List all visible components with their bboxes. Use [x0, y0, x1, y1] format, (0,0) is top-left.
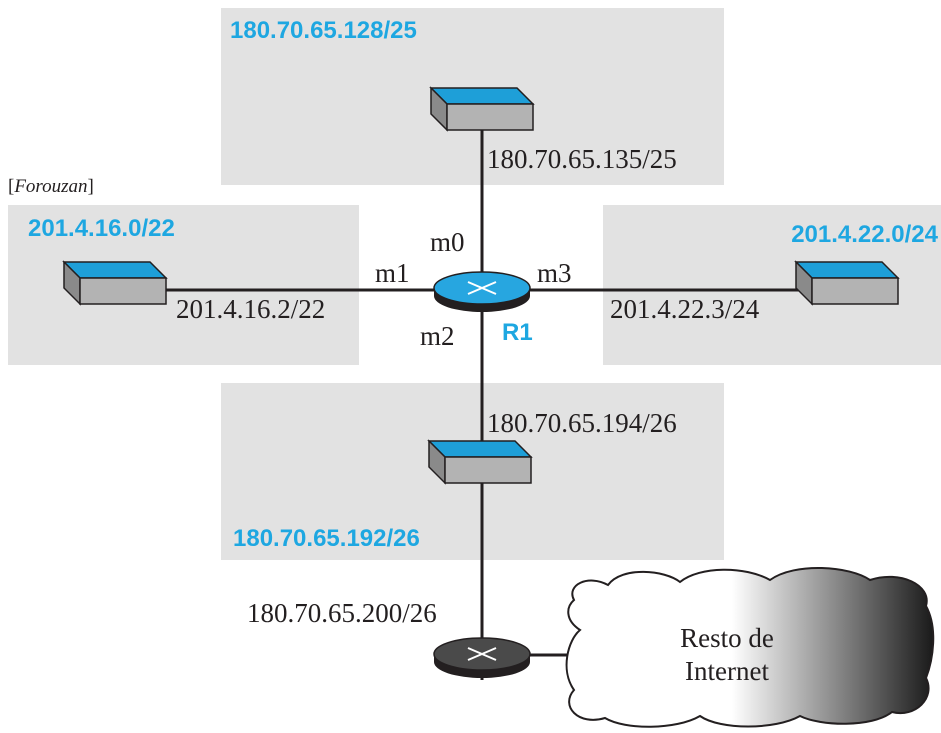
- router-icon: [433, 271, 531, 312]
- router-name: R1: [502, 319, 533, 346]
- interface-ip-left: 201.4.16.2/22: [176, 294, 325, 324]
- switch-icon: [429, 86, 535, 132]
- interface-label-m0: m0: [430, 227, 465, 257]
- interface-ip-top: 180.70.65.135/25: [487, 144, 677, 174]
- network-prefix-top: 180.70.65.128/25: [230, 17, 417, 44]
- interface-label-m2: m2: [420, 321, 455, 351]
- cloud-icon: [565, 566, 935, 728]
- interface-label-m3: m3: [537, 258, 572, 288]
- citation: [Forouzan]: [8, 176, 94, 197]
- network-prefix-right: 201.4.22.0/24: [791, 221, 938, 248]
- interface-label-m1: m1: [375, 258, 410, 288]
- interface-ip-right: 201.4.22.3/24: [610, 294, 760, 324]
- internet-label-line2: Internet: [685, 656, 769, 686]
- internet-label-line1: Resto de: [680, 623, 774, 653]
- interface-ip-default-router: 180.70.65.200/26: [247, 598, 437, 628]
- router-icon: [433, 637, 531, 678]
- interface-ip-bottom: 180.70.65.194/26: [487, 408, 677, 438]
- network-prefix-bottom: 180.70.65.192/26: [233, 525, 420, 552]
- switch-icon: [794, 260, 900, 306]
- network-prefix-left: 201.4.16.0/22: [28, 215, 175, 242]
- switch-icon: [427, 439, 533, 485]
- links: [165, 128, 812, 680]
- switch-icon: [62, 260, 168, 306]
